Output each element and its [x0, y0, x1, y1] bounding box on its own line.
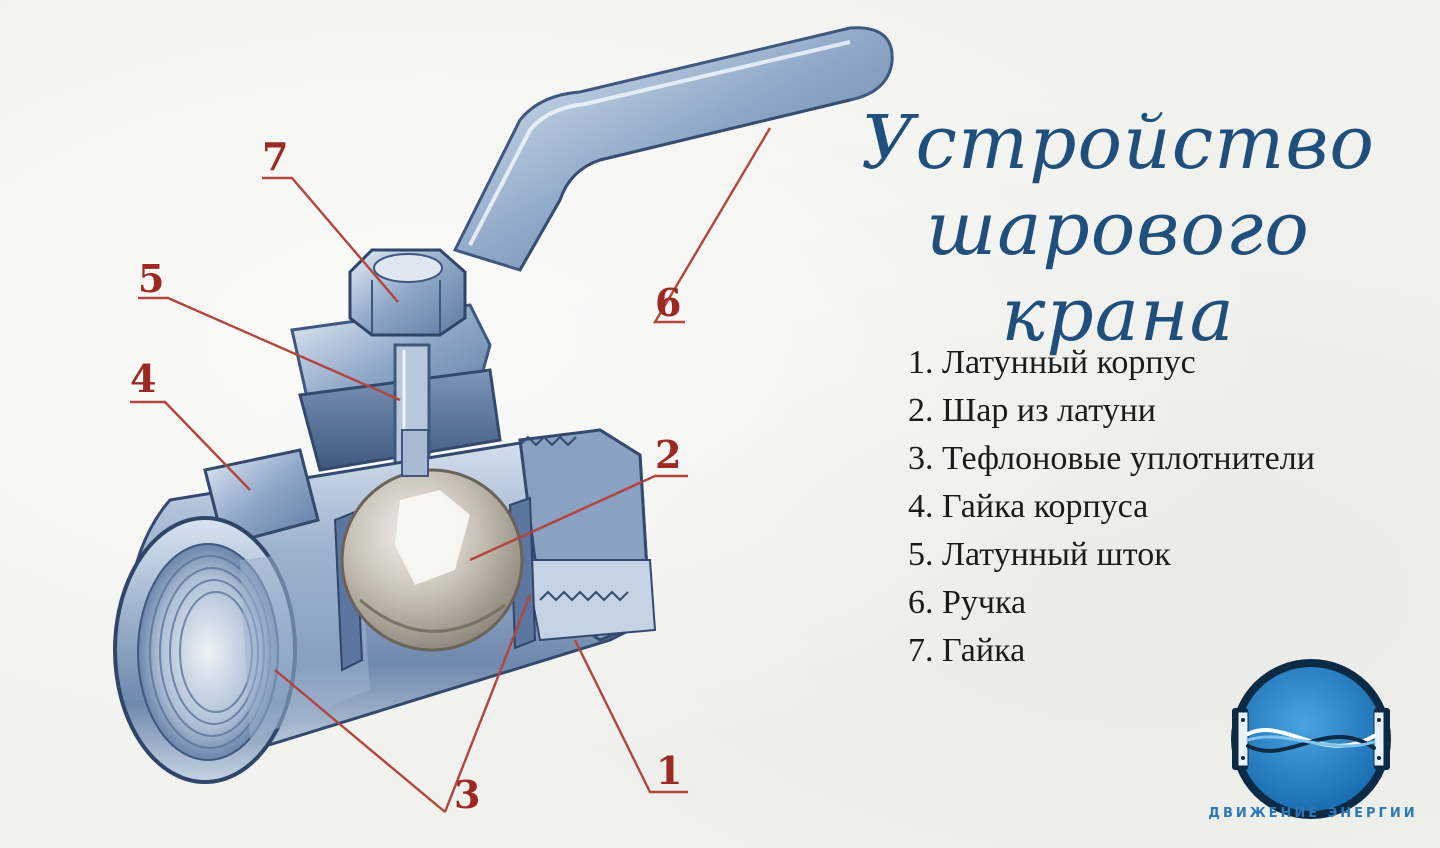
- company-logo: [1231, 659, 1391, 819]
- legend-item: 4. Гайка корпуса: [908, 488, 1149, 525]
- company-name: ДВИЖЕНИЕ ЭНЕРГИИ: [1208, 806, 1418, 821]
- callout-1: 1: [656, 748, 682, 793]
- parts-legend: 1. Латунный корпус 2. Шар из латуни 3. Т…: [908, 340, 1315, 676]
- callout-7: 7: [262, 134, 288, 179]
- legend-item: 6. Ручка: [908, 584, 1027, 621]
- callout-6: 6: [655, 280, 681, 325]
- stem-housing: [290, 303, 502, 472]
- brass-ball: [340, 468, 524, 652]
- callout-4: 4: [130, 356, 156, 401]
- legend-item: 3. Тефлоновые уплотнители: [908, 440, 1315, 477]
- callout-2: 2: [655, 432, 681, 477]
- handle: [452, 26, 894, 272]
- page-title: Устройство шарового крана: [838, 100, 1398, 358]
- legend-item: 1. Латунный корпус: [908, 344, 1196, 381]
- top-nut: [348, 248, 467, 337]
- legend-item: 5. Латунный шток: [908, 536, 1171, 573]
- legend-item: 7. Гайка: [908, 632, 1026, 669]
- callout-3: 3: [454, 772, 480, 817]
- title-line-2: шарового крана: [926, 186, 1310, 358]
- inlet-bore: [113, 516, 370, 784]
- legend-item: 2. Шар из латуни: [908, 392, 1156, 429]
- callout-numbers: 7 5 4 6 2 1 3: [130, 134, 682, 817]
- ball-valve-illustration: 7 5 4 6 2 1 3: [113, 26, 894, 817]
- callout-5: 5: [138, 256, 164, 301]
- stem: [401, 429, 429, 477]
- leader-lines: [130, 127, 772, 813]
- title-line-1: Устройство: [861, 100, 1375, 186]
